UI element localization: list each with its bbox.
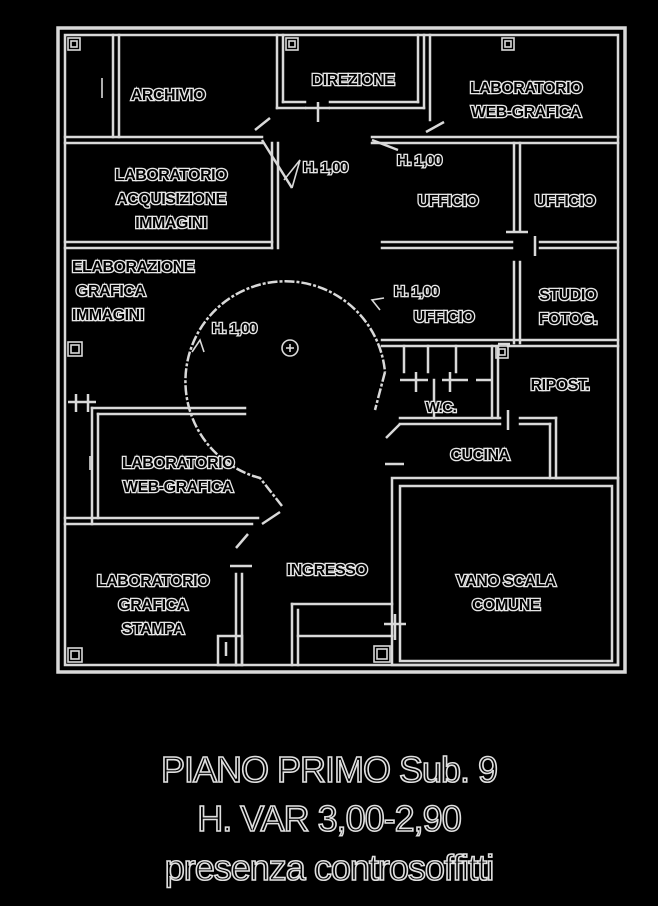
room-label-vano-scala-2: COMUNE — [472, 597, 541, 614]
room-label-lab-acquisizione-1: LABORATORIO — [115, 167, 227, 184]
room-labels: ARCHIVIO DIREZIONE LABORATORIO WEB-GRAFI… — [71, 71, 599, 640]
room-label-vano-scala-1: VANO SCALA — [456, 573, 557, 590]
room-label-wc: W.C. — [426, 399, 457, 416]
room-label-lab-grafica-stampa-1: LABORATORIO — [97, 573, 209, 590]
height-marks: H. 1,00 H. 1,00 H. 1,00 H. 1,00 — [211, 151, 444, 339]
room-label-elaborazione-3: IMMAGINI — [72, 307, 144, 324]
room-label-lab-web-grafica-left-1: LABORATORIO — [122, 455, 234, 472]
ceiling-curve — [184, 159, 387, 507]
room-label-elaborazione-1: ELABORAZIONE — [72, 259, 195, 276]
room-label-direzione: DIREZIONE — [312, 72, 395, 89]
floor-plan: ARCHIVIO DIREZIONE LABORATORIO WEB-GRAFI… — [56, 26, 627, 674]
room-label-elaborazione-2: GRAFICA — [76, 283, 146, 300]
plan-symbols — [67, 37, 515, 663]
caption-floor: PIANO PRIMO Sub. 9 — [160, 749, 499, 790]
room-label-ufficio-right: UFFICIO — [535, 193, 596, 210]
height-mark-middle-right: H. 1,00 — [394, 283, 439, 300]
doors — [68, 102, 537, 656]
room-label-lab-web-grafica-left-2: WEB-GRAFICA — [123, 479, 234, 496]
room-label-lab-web-grafica-top-1: LABORATORIO — [470, 80, 582, 97]
caption-height: H. VAR 3,00-2,90 — [196, 798, 462, 839]
height-mark-center: H. 1,00 — [212, 320, 257, 337]
room-label-ripost: RIPOST. — [531, 377, 590, 394]
room-label-lab-web-grafica-top-2: WEB-GRAFICA — [471, 104, 582, 121]
interior-walls — [63, 33, 620, 667]
room-label-ufficio-lower: UFFICIO — [414, 309, 475, 326]
height-mark-upper-right: H. 1,00 — [397, 152, 442, 169]
room-label-lab-acquisizione-3: IMMAGINI — [135, 215, 207, 232]
room-label-lab-grafica-stampa-2: GRAFICA — [118, 597, 188, 614]
height-mark-upper-left: H. 1,00 — [303, 159, 348, 176]
room-label-lab-grafica-stampa-3: STAMPA — [122, 621, 185, 638]
room-label-archivio: ARCHIVIO — [131, 87, 205, 104]
room-label-ufficio-center: UFFICIO — [418, 193, 479, 210]
room-label-ingresso: INGRESSO — [287, 562, 368, 579]
room-label-cucina: CUCINA — [450, 447, 510, 464]
room-label-studio-fotog-1: STUDIO — [539, 287, 597, 304]
caption-note: presenza controsoffitti — [164, 847, 495, 888]
room-label-lab-acquisizione-2: ACQUISIZIONE — [116, 191, 226, 208]
room-label-studio-fotog-2: FOTOG. — [539, 311, 597, 328]
outer-walls — [56, 26, 627, 674]
